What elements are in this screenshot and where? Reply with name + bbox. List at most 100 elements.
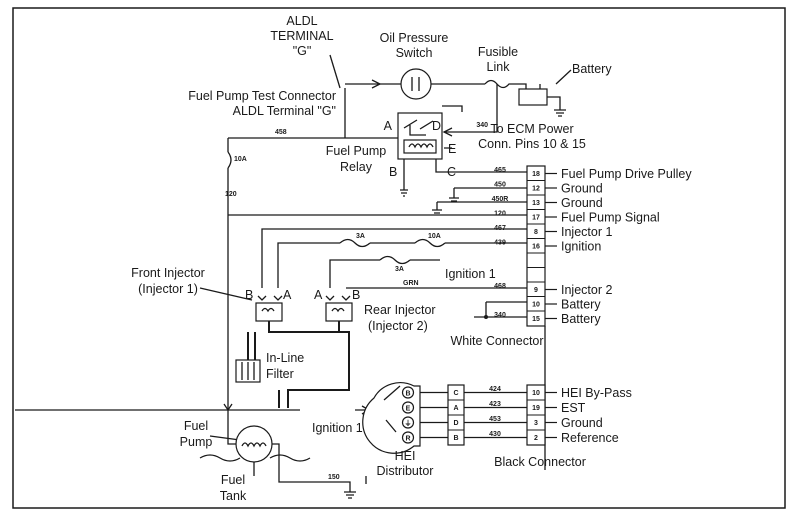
hei-terminal-label: R bbox=[405, 435, 410, 442]
fuse-label-3a: 3A bbox=[356, 233, 365, 240]
white-connector-wire: 450R bbox=[492, 196, 509, 203]
relay-pin-b: B bbox=[389, 165, 397, 179]
wire-label-120-left: 120 bbox=[225, 191, 237, 198]
fuel-pump-motor bbox=[235, 425, 273, 463]
fuse-10a-left bbox=[227, 151, 232, 169]
battery-ground bbox=[547, 96, 566, 117]
pump-ground-symbol bbox=[340, 481, 356, 499]
fuse-3a bbox=[339, 238, 371, 248]
svg-text:Fusible: Fusible bbox=[478, 45, 518, 59]
wire-ignition-1 bbox=[329, 259, 440, 288]
black-connector-wire: 430 bbox=[489, 431, 501, 438]
in-line-filter-element bbox=[241, 362, 255, 380]
fuse-3a-lower bbox=[379, 255, 411, 265]
ecm-power-arrow bbox=[442, 127, 453, 137]
white-connector-function: Injector 2 bbox=[561, 283, 612, 297]
fuse-label-10a-right: 10A bbox=[428, 233, 441, 240]
hei-terminal-label: ⏚ bbox=[405, 419, 412, 427]
svg-text:Fuel: Fuel bbox=[184, 419, 208, 433]
battery-splice bbox=[484, 315, 488, 319]
relay-pin-e: E bbox=[448, 142, 456, 156]
to-ecm-power-label: To ECM Power Conn. Pins 10 & 15 bbox=[478, 122, 586, 151]
fuel-pump-relay-label: Fuel Pump Relay bbox=[326, 144, 386, 174]
relay-contacts bbox=[403, 119, 434, 136]
white-connector-wire: 468 bbox=[494, 283, 506, 290]
wire-340-battery bbox=[474, 301, 527, 318]
wire-label-340-top: 340 bbox=[476, 122, 488, 129]
black-connector-pin: 10 bbox=[532, 390, 540, 397]
svg-text:TERMINAL: TERMINAL bbox=[270, 29, 333, 43]
battery-leader-line bbox=[555, 69, 572, 85]
white-connector-function: Battery bbox=[561, 298, 601, 312]
white-connector-wire: 120 bbox=[494, 211, 506, 218]
ignition-1-label: Ignition 1 bbox=[445, 267, 496, 281]
hei-terminal bbox=[401, 401, 415, 414]
wire-465-relay bbox=[435, 159, 527, 173]
black-connector-pin: 2 bbox=[534, 435, 538, 442]
svg-text:Fuel Pump Test Connector: Fuel Pump Test Connector bbox=[188, 89, 336, 103]
white-connector-pin: 12 bbox=[532, 186, 540, 193]
aldl-leader-line bbox=[329, 54, 341, 89]
hei-internal-lines bbox=[383, 385, 401, 433]
wire-label-150: 150 bbox=[328, 474, 340, 481]
svg-text:Pump: Pump bbox=[180, 435, 213, 449]
relay-pin-a: A bbox=[384, 119, 393, 133]
wire-467 bbox=[261, 228, 527, 288]
hei-connector-pin: B bbox=[453, 435, 458, 442]
rear-injector-terminals bbox=[325, 295, 351, 301]
hei-connector-pin: A bbox=[453, 405, 458, 412]
rear-injector-pin-b: B bbox=[352, 288, 360, 302]
black-connector-pin: 19 bbox=[532, 405, 540, 412]
black-connector-function: Reference bbox=[561, 431, 619, 445]
fuse-10a-right bbox=[414, 238, 446, 248]
relay-ground-b bbox=[400, 147, 452, 197]
hei-distributor-label: HEI Distributor bbox=[377, 449, 434, 478]
svg-text:ALDL: ALDL bbox=[286, 14, 317, 28]
fuel-return-line bbox=[247, 331, 350, 408]
black-connector-function: HEI By-Pass bbox=[561, 386, 632, 400]
black-connector-function: Ground bbox=[561, 416, 603, 430]
white-connector-pin: 9 bbox=[534, 287, 538, 294]
rear-injector-label: Rear Injector (Injector 2) bbox=[364, 303, 436, 333]
fuel-level-waves bbox=[199, 454, 311, 462]
black-connector-wire: 423 bbox=[489, 401, 501, 408]
fusible-link bbox=[484, 79, 519, 89]
hei-terminal-label: B bbox=[405, 390, 410, 397]
white-connector-function: Ignition bbox=[561, 240, 601, 254]
ground-450r-symbol bbox=[432, 201, 527, 214]
svg-text:Fuel Pump: Fuel Pump bbox=[326, 144, 386, 158]
hei-connector-pin: D bbox=[453, 420, 458, 427]
fuel-pump-leader bbox=[209, 435, 241, 441]
white-connector-pin: 16 bbox=[532, 244, 540, 251]
black-connector-wire: 424 bbox=[489, 386, 501, 393]
front-injector-coil bbox=[261, 307, 275, 313]
battery-terminals bbox=[519, 83, 541, 89]
white-connector-function: Fuel Pump Signal bbox=[561, 211, 660, 225]
battery-label: Battery bbox=[572, 62, 612, 76]
relay-pin-d: D bbox=[432, 119, 441, 133]
wire-439 bbox=[277, 242, 527, 288]
hei-terminal bbox=[401, 431, 415, 444]
black-connector-label: Black Connector bbox=[494, 455, 586, 469]
front-injector-label: Front Injector (Injector 1) bbox=[131, 266, 205, 296]
fuel-pump-wires bbox=[227, 410, 340, 483]
white-connector-wire: 450 bbox=[494, 182, 506, 189]
wire-label-458: 458 bbox=[275, 129, 287, 136]
white-connector-pin: 17 bbox=[532, 215, 540, 222]
svg-text:In-Line: In-Line bbox=[266, 351, 304, 365]
black-connector-function: EST bbox=[561, 401, 586, 415]
ground-450-symbol bbox=[449, 188, 459, 202]
hei-connector-pin: C bbox=[453, 390, 458, 397]
white-connector-function: Ground bbox=[561, 182, 603, 196]
in-line-filter-label: In-Line Filter bbox=[266, 351, 304, 381]
wire-340-relay bbox=[444, 84, 498, 133]
fuel-pump-coil bbox=[241, 442, 267, 448]
rear-injector bbox=[325, 302, 353, 322]
hei-terminal bbox=[401, 416, 415, 429]
white-connector-pin: 8 bbox=[534, 229, 538, 236]
svg-text:(Injector 1): (Injector 1) bbox=[138, 282, 198, 296]
white-connector-function: Injector 1 bbox=[561, 225, 612, 239]
svg-text:"G": "G" bbox=[293, 44, 312, 58]
svg-text:Rear Injector: Rear Injector bbox=[364, 303, 436, 317]
fusible-link-label: Fusible Link bbox=[478, 45, 518, 74]
